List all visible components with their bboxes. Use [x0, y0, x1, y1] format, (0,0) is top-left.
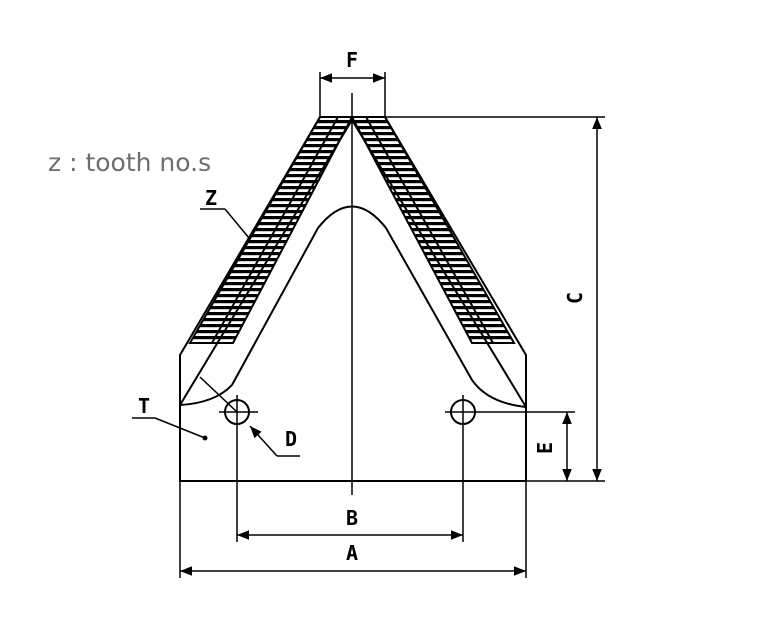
svg-text:C: C [563, 292, 587, 304]
dimension-F: F [319, 48, 386, 117]
dimension-A: A [179, 481, 527, 578]
svg-text:F: F [346, 48, 358, 72]
callout-Z: Z [200, 186, 250, 239]
svg-text:Z: Z [205, 186, 217, 210]
dimension-E: E [533, 412, 572, 481]
dimension-B: B [237, 506, 463, 540]
svg-text:E: E [533, 442, 557, 454]
rivet-hole-right [445, 395, 575, 542]
left-serrated-edge [188, 116, 354, 344]
rivet-hole-left [219, 395, 258, 542]
svg-text:D: D [285, 427, 297, 451]
svg-text:A: A [346, 541, 358, 565]
svg-text:B: B [346, 506, 358, 530]
tooth-count-note: z : tooth no.s [48, 148, 212, 177]
callout-D: D [199, 376, 300, 457]
callout-T: T [132, 394, 208, 441]
dimension-C: C [385, 116, 605, 482]
svg-text:T: T [138, 394, 150, 418]
